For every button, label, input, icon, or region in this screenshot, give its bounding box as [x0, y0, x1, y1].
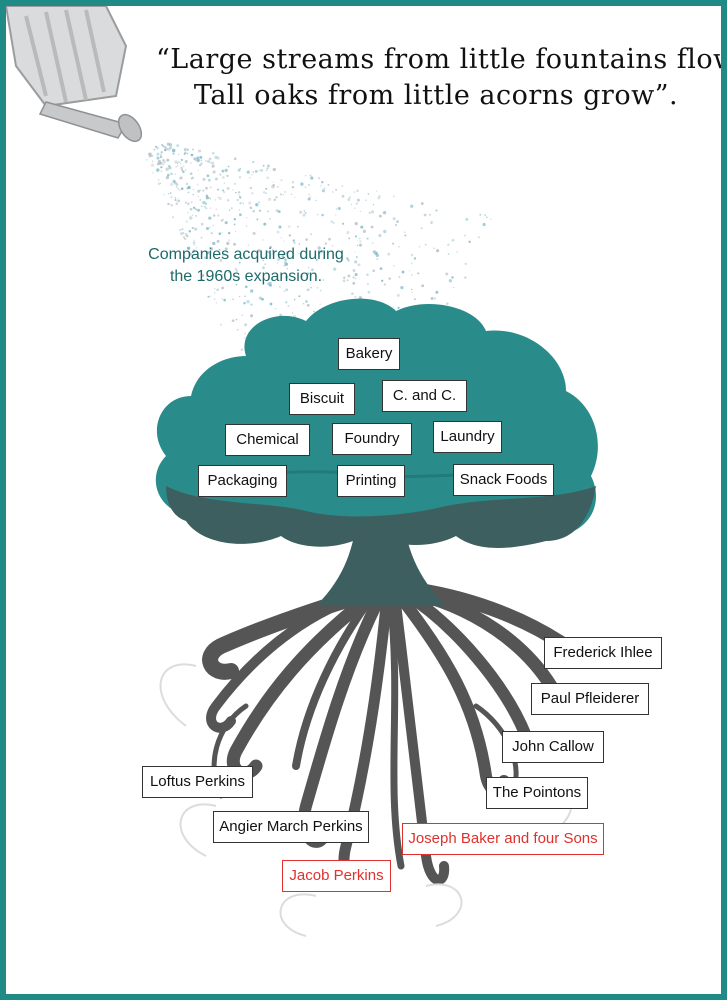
branch-label-snack-foods: Snack Foods	[453, 464, 554, 496]
root-label-angier-march-perkins: Angier March Perkins	[213, 811, 369, 843]
branch-label-laundry: Laundry	[433, 421, 502, 453]
root-label-frederick-ihlee: Frederick Ihlee	[544, 637, 662, 669]
root-label-paul-pfleiderer: Paul Pfleiderer	[531, 683, 649, 715]
root-label-the-pointons: The Pointons	[486, 777, 588, 809]
root-label-joseph-baker-and-four-sons: Joseph Baker and four Sons	[402, 823, 604, 855]
branch-label-chemical: Chemical	[225, 424, 310, 456]
branch-label-biscuit: Biscuit	[289, 383, 355, 415]
root-label-loftus-perkins: Loftus Perkins	[142, 766, 253, 798]
tree-illustration	[6, 6, 598, 937]
tree-trunk	[316, 511, 446, 606]
branch-label-printing: Printing	[337, 465, 405, 497]
caption: Companies acquired during the 1960s expa…	[126, 244, 366, 288]
quote-line-2: Tall oaks from little acorns grow”.	[193, 80, 679, 111]
root-label-john-callow: John Callow	[502, 731, 604, 763]
watering-can-icon	[6, 6, 143, 143]
quote: “Large streams from little fountains flo…	[156, 42, 727, 114]
branch-label-c-and-c: C. and C.	[382, 380, 467, 412]
root-label-jacob-perkins: Jacob Perkins	[282, 860, 391, 892]
branch-label-foundry: Foundry	[332, 423, 412, 455]
caption-line-1: Companies acquired during	[148, 246, 344, 263]
caption-line-2: the 1960s expansion.	[169, 268, 323, 285]
quote-line-1: “Large streams from little fountains flo…	[156, 44, 727, 75]
branch-label-bakery: Bakery	[338, 338, 400, 370]
branch-label-packaging: Packaging	[198, 465, 287, 497]
